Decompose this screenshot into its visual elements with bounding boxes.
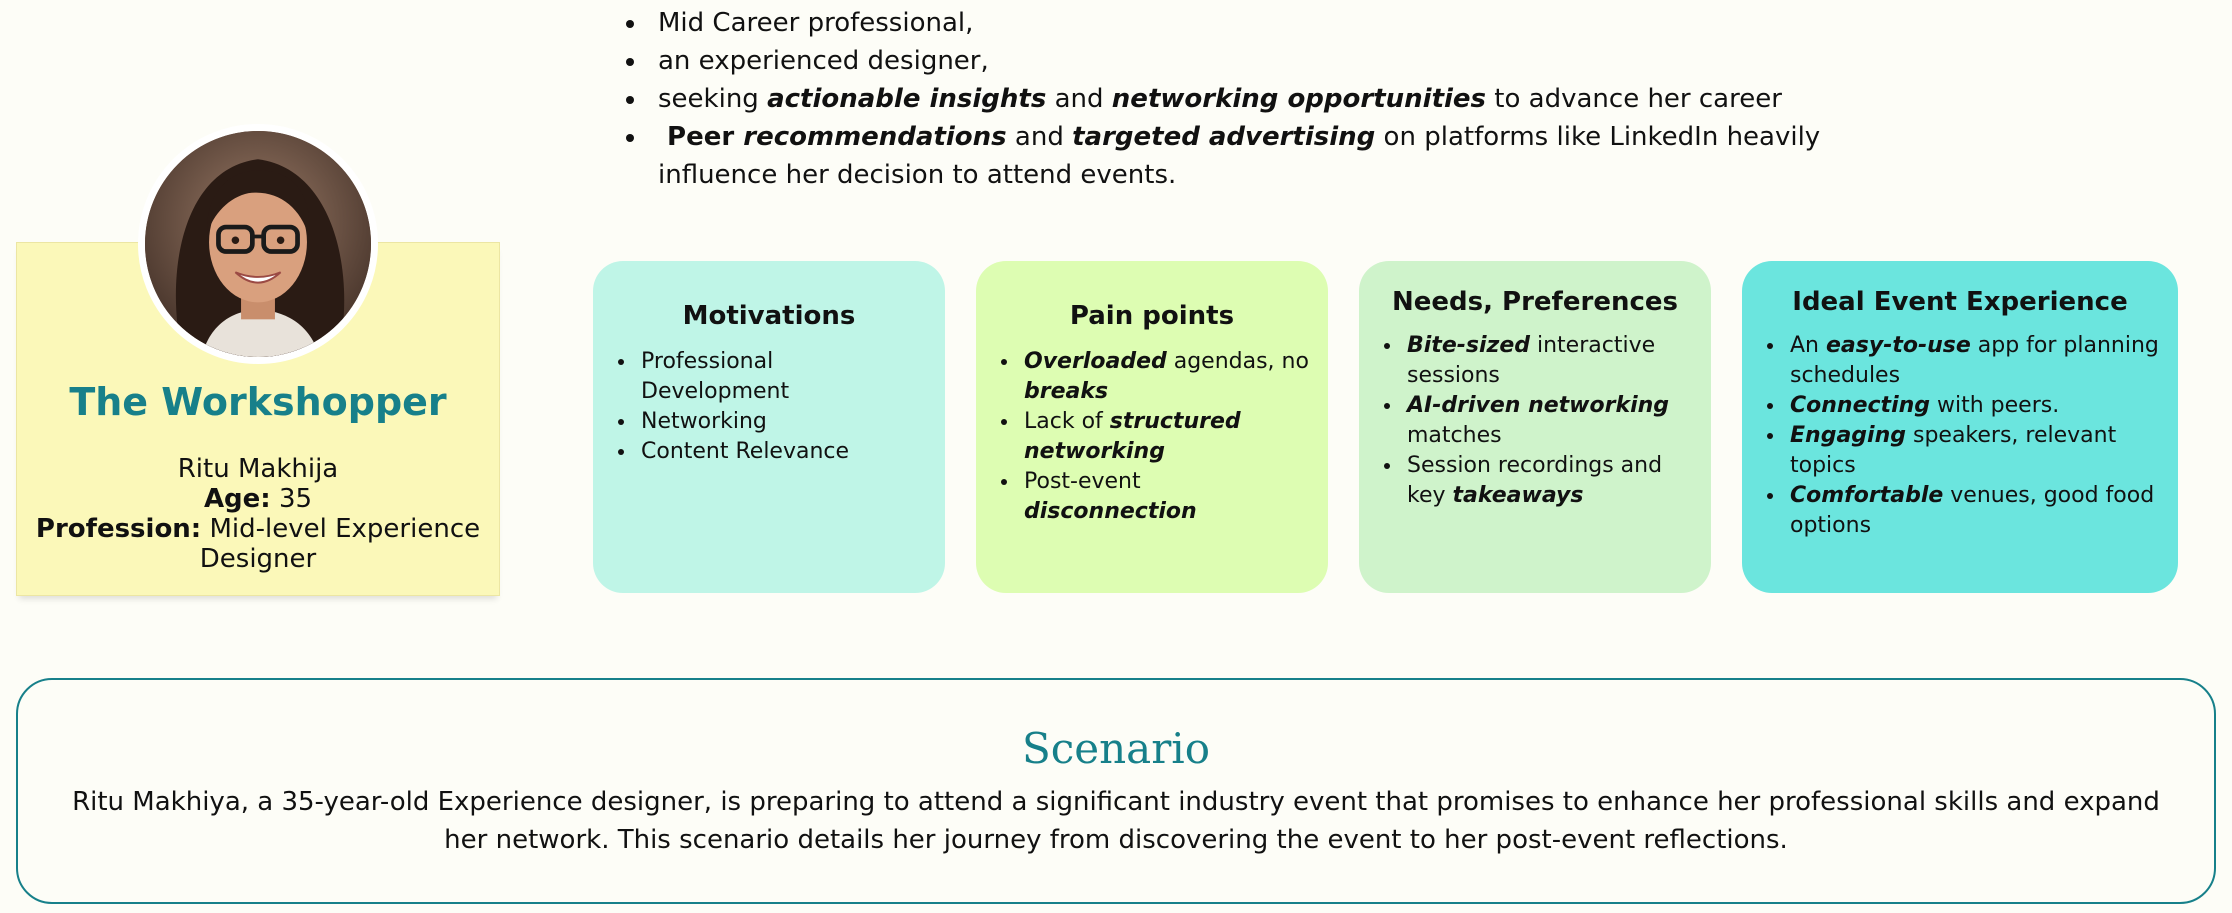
summary-list: Mid Career professional, an experienced … xyxy=(620,4,1920,194)
pain-points-list: Overloaded agendas, no breaks Lack of st… xyxy=(994,347,1310,527)
list-text: with peers. xyxy=(1930,393,2060,418)
list-item: Engaging speakers, relevant topics xyxy=(1786,421,2160,481)
summary-text: seeking xyxy=(658,84,768,114)
persona-info: Ritu Makhija Age: 35 Profession: Mid-lev… xyxy=(16,454,500,574)
list-text: An xyxy=(1790,333,1826,358)
scenario-text: Ritu Makhiya, a 35-year-old Experience d… xyxy=(72,787,2160,855)
list-emphasis: easy-to-use xyxy=(1826,333,1971,358)
scenario-title: Scenario xyxy=(1021,724,1211,773)
list-item: Bite-sized interactive sessions xyxy=(1403,331,1693,391)
list-text: matches xyxy=(1407,423,1502,448)
list-item: AI-driven networking matches xyxy=(1403,391,1693,451)
profession-value: Mid-level Experience Designer xyxy=(199,514,481,574)
list-emphasis: Bite-sized xyxy=(1407,333,1530,358)
needs-list: Bite-sized interactive sessions AI-drive… xyxy=(1377,331,1693,511)
persona-avatar xyxy=(138,124,378,364)
needs-box: Needs, Preferences Bite-sized interactiv… xyxy=(1359,261,1711,593)
summary-text: and xyxy=(1006,122,1073,152)
list-emphasis: disconnection xyxy=(1024,499,1197,524)
summary-item: an experienced designer, xyxy=(648,42,1920,80)
list-item: An easy-to-use app for planning schedule… xyxy=(1786,331,2160,391)
summary-emphasis: recommendations xyxy=(743,122,1007,152)
ideal-experience-box: Ideal Event Experience An easy-to-use ap… xyxy=(1742,261,2178,593)
list-item: Professional Development xyxy=(637,347,927,407)
list-text: Lack of xyxy=(1024,409,1110,434)
persona-profession: Profession: Mid-level Experience Designe… xyxy=(16,514,500,574)
list-text: speakers, relevant topics xyxy=(1790,423,2117,478)
pain-points-box: Pain points Overloaded agendas, no break… xyxy=(976,261,1328,593)
summary-text: and xyxy=(1046,84,1112,114)
pain-points-title: Pain points xyxy=(1069,301,1235,331)
list-item: Lack of structured networking xyxy=(1020,407,1310,467)
list-emphasis: Connecting xyxy=(1790,393,1931,418)
list-text: agendas, no xyxy=(1166,349,1309,374)
list-text: venues, good food options xyxy=(1790,483,2155,538)
ideal-experience-list: An easy-to-use app for planning schedule… xyxy=(1760,331,2160,541)
list-item: Comfortable venues, good food options xyxy=(1786,481,2160,541)
motivations-list: Professional Development Networking Cont… xyxy=(611,347,927,467)
motivations-box: Motivations Professional Development Net… xyxy=(593,261,945,593)
summary-emphasis: targeted advertising xyxy=(1072,122,1376,152)
list-text: app for planning schedules xyxy=(1790,333,2159,388)
list-text: Post-event xyxy=(1024,469,1141,494)
summary-text: Mid Career professional, xyxy=(658,8,974,38)
list-item: Session recordings and key takeaways xyxy=(1403,451,1693,511)
summary-item: seeking actionable insights and networki… xyxy=(648,80,1920,118)
summary-item: Mid Career professional, xyxy=(648,4,1920,42)
list-item: Content Relevance xyxy=(637,437,927,467)
list-item: Networking xyxy=(637,407,927,437)
summary-emphasis: Peer xyxy=(658,122,744,152)
list-text: interactive sessions xyxy=(1407,333,1656,388)
summary-item: Peer recommendations and targeted advert… xyxy=(648,118,1920,194)
list-emphasis: takeaways xyxy=(1452,483,1584,508)
summary-text: an experienced designer, xyxy=(658,46,989,76)
list-item: Connecting with peers. xyxy=(1786,391,2160,421)
summary-text: to advance her career xyxy=(1486,84,1782,114)
list-text: Session recordings and key xyxy=(1407,453,1663,508)
age-label: Age: xyxy=(203,484,271,514)
scenario-box: Scenario Ritu Makhiya, a 35-year-old Exp… xyxy=(16,678,2216,904)
list-emphasis: breaks xyxy=(1024,379,1109,404)
list-emphasis: Comfortable xyxy=(1790,483,1944,508)
summary-text: on platforms like LinkedIn heavily influ… xyxy=(658,122,1821,190)
summary-emphasis: actionable insights xyxy=(767,84,1047,114)
persona-name: Ritu Makhija xyxy=(177,454,339,484)
avatar-photo-icon xyxy=(145,131,371,357)
profession-label: Profession: xyxy=(35,514,202,544)
persona-age: Age: 35 xyxy=(16,484,500,514)
summary-emphasis: networking opportunities xyxy=(1111,84,1487,114)
list-emphasis: AI-driven networking xyxy=(1407,393,1670,418)
age-value: 35 xyxy=(270,484,313,514)
list-item: Post-event disconnection xyxy=(1020,467,1310,527)
list-emphasis: Engaging xyxy=(1790,423,1906,448)
needs-title: Needs, Preferences xyxy=(1392,287,1678,317)
motivations-title: Motivations xyxy=(682,301,856,331)
list-emphasis: Overloaded xyxy=(1024,349,1167,374)
list-item: Overloaded agendas, no breaks xyxy=(1020,347,1310,407)
persona-summary: Mid Career professional, an experienced … xyxy=(620,4,1920,194)
list-emphasis: structured networking xyxy=(1024,409,1241,464)
persona-title: The Workshopper xyxy=(69,380,447,424)
ideal-experience-title: Ideal Event Experience xyxy=(1792,287,2128,317)
